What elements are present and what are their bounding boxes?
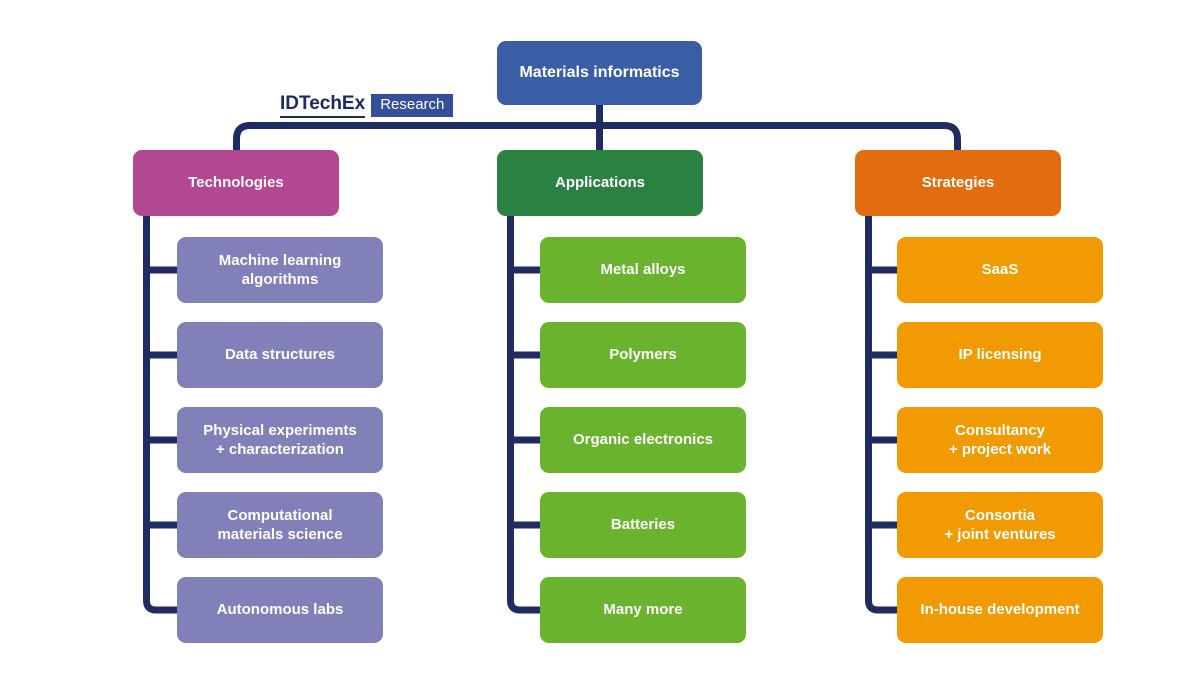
- idtechex-logo-brand: IDTechEx: [280, 93, 366, 118]
- node-consortia-joint-ventures: Consortia + joint ventures: [897, 492, 1103, 558]
- idtechex-logo: IDTechEx Research: [280, 93, 454, 118]
- node-many-more: Many more: [540, 577, 746, 643]
- node-saas: SaaS: [897, 237, 1103, 303]
- node-in-house-development: In-house development: [897, 577, 1103, 643]
- node-autonomous-labs: Autonomous labs: [177, 577, 383, 643]
- node-computational-materials-science: Computational materials science: [177, 492, 383, 558]
- node-applications-header: Applications: [497, 150, 703, 216]
- node-materials-informatics: Materials informatics: [497, 41, 702, 105]
- node-consultancy-project-work: Consultancy + project work: [897, 407, 1103, 473]
- node-metal-alloys: Metal alloys: [540, 237, 746, 303]
- node-organic-electronics: Organic electronics: [540, 407, 746, 473]
- node-technologies-header: Technologies: [133, 150, 339, 216]
- node-batteries: Batteries: [540, 492, 746, 558]
- node-strategies-header: Strategies: [855, 150, 1061, 216]
- node-data-structures: Data structures: [177, 322, 383, 388]
- idtechex-logo-research-badge: Research: [371, 94, 454, 118]
- node-ip-licensing: IP licensing: [897, 322, 1103, 388]
- node-polymers: Polymers: [540, 322, 746, 388]
- node-physical-experiments-characterization: Physical experiments + characterization: [177, 407, 383, 473]
- node-machine-learning-algorithms: Machine learning algorithms: [177, 237, 383, 303]
